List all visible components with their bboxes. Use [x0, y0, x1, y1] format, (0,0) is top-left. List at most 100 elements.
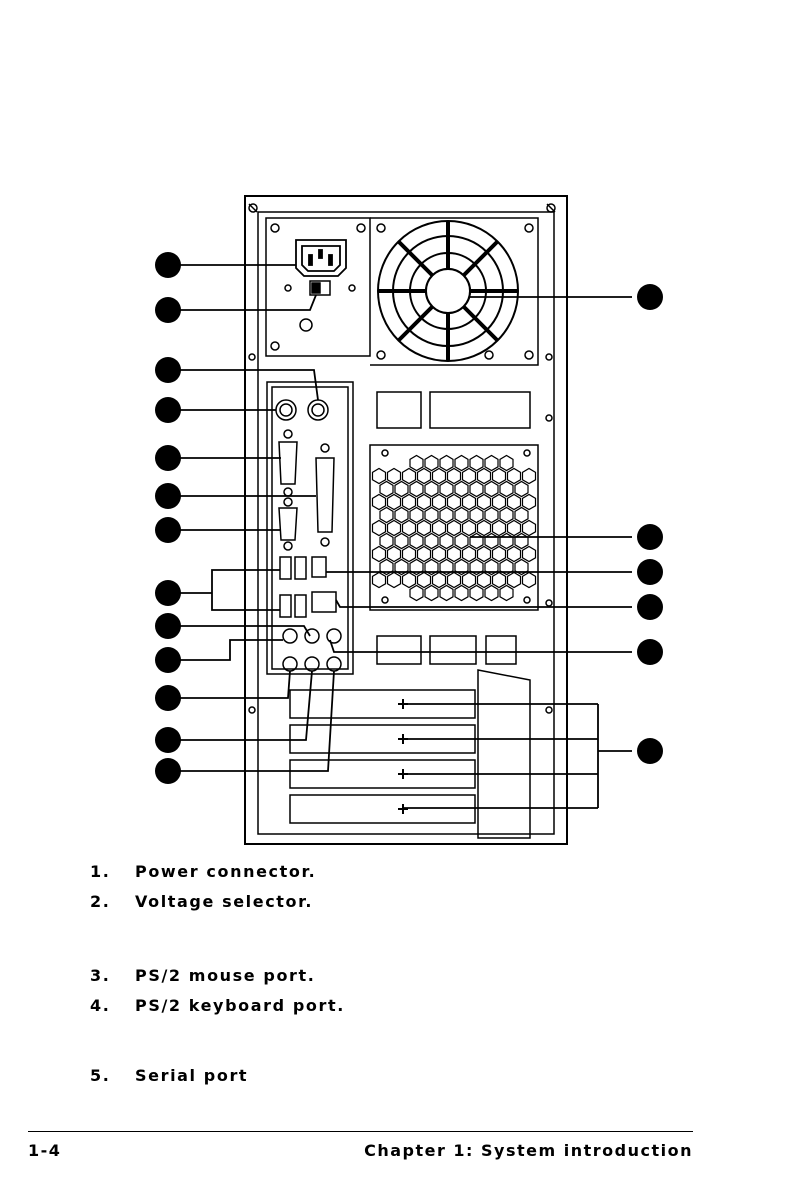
callout-bullet	[155, 445, 181, 471]
vent-hole	[455, 534, 468, 549]
vent-hole	[448, 521, 461, 536]
vent-hole	[470, 508, 483, 523]
hexagon-vent	[373, 456, 536, 601]
vent-hole	[448, 547, 461, 562]
vent-hole	[470, 482, 483, 497]
vent-hole	[440, 586, 453, 601]
vent-hole	[380, 508, 393, 523]
callout-bullet	[637, 738, 663, 764]
leader-line	[180, 370, 318, 400]
vent-hole	[493, 547, 506, 562]
ps2-ports	[276, 400, 328, 420]
vent-hole	[500, 508, 513, 523]
list-item: 1. Power connector.	[90, 862, 316, 881]
vent-hole	[478, 573, 491, 588]
vent-hole	[485, 456, 498, 471]
vent-hole	[425, 586, 438, 601]
vent-hole	[500, 482, 513, 497]
vent-hole	[388, 469, 401, 484]
callout-bullet	[155, 580, 181, 606]
vent-hole	[440, 456, 453, 471]
usb-lan-ports	[280, 557, 336, 617]
vent-hole	[500, 534, 513, 549]
callout-bullet	[155, 758, 181, 784]
vent-hole	[395, 508, 408, 523]
vent-hole	[380, 482, 393, 497]
vent-hole	[410, 482, 423, 497]
vent-hole	[388, 573, 401, 588]
callout-bullet	[155, 727, 181, 753]
vent-hole	[493, 573, 506, 588]
vent-hole	[500, 456, 513, 471]
vent-hole	[403, 547, 416, 562]
vent-hole	[500, 586, 513, 601]
callout-bullet	[155, 483, 181, 509]
callout-bullet	[637, 284, 663, 310]
vent-hole	[455, 508, 468, 523]
item-text: PS/2 keyboard port.	[135, 996, 345, 1015]
vent-hole	[523, 495, 536, 510]
vent-hole	[410, 508, 423, 523]
leader-line	[180, 295, 316, 310]
vent-hole	[410, 456, 423, 471]
item-text: PS/2 mouse port.	[135, 966, 315, 985]
vent-hole	[523, 521, 536, 536]
vent-hole	[508, 469, 521, 484]
vent-hole	[463, 521, 476, 536]
vent-hole	[508, 495, 521, 510]
list-item: 2. Voltage selector.	[90, 892, 313, 911]
vent-hole	[373, 573, 386, 588]
vent-hole	[425, 482, 438, 497]
vent-hole	[440, 508, 453, 523]
vent-hole	[463, 469, 476, 484]
vent-hole	[433, 495, 446, 510]
expansion-slots	[290, 670, 530, 838]
chapter-title: Chapter 1: System introduction	[364, 1141, 693, 1160]
vent-hole	[478, 547, 491, 562]
callout-bullet	[155, 685, 181, 711]
item-number: 5.	[90, 1066, 135, 1085]
item-number: 3.	[90, 966, 135, 985]
item-text: Serial port	[135, 1066, 248, 1085]
serial-port-shape	[279, 430, 297, 496]
vent-hole	[440, 534, 453, 549]
vent-hole	[508, 573, 521, 588]
leader-line	[180, 570, 280, 610]
vent-hole	[425, 456, 438, 471]
vent-hole	[523, 573, 536, 588]
vent-hole	[523, 547, 536, 562]
vent-hole	[478, 495, 491, 510]
footer-divider	[28, 1131, 693, 1132]
vent-hole	[470, 586, 483, 601]
fan-grill	[378, 221, 518, 361]
vent-hole	[470, 534, 483, 549]
vent-hole	[403, 469, 416, 484]
vent-hole	[388, 495, 401, 510]
callout-bullet	[637, 639, 663, 665]
vent-hole	[373, 521, 386, 536]
item-text: Power connector.	[135, 862, 316, 881]
item-number: 1.	[90, 862, 135, 881]
item-number: 4.	[90, 996, 135, 1015]
callout-bullet	[155, 647, 181, 673]
vent-hole	[463, 547, 476, 562]
vent-hole	[455, 482, 468, 497]
vent-hole	[493, 469, 506, 484]
leader-line	[403, 704, 632, 808]
vent-hole	[493, 495, 506, 510]
vent-hole	[403, 521, 416, 536]
vent-hole	[478, 521, 491, 536]
vent-hole	[395, 482, 408, 497]
vent-hole	[455, 586, 468, 601]
vent-hole	[463, 573, 476, 588]
vent-hole	[373, 469, 386, 484]
vent-hole	[433, 469, 446, 484]
parallel-port-shape	[316, 444, 334, 546]
vent-hole	[373, 495, 386, 510]
vent-hole	[515, 482, 528, 497]
callout-bullet	[637, 594, 663, 620]
voltage-selector-shape	[285, 281, 355, 331]
power-connector-shape	[296, 240, 346, 276]
vent-hole	[388, 547, 401, 562]
